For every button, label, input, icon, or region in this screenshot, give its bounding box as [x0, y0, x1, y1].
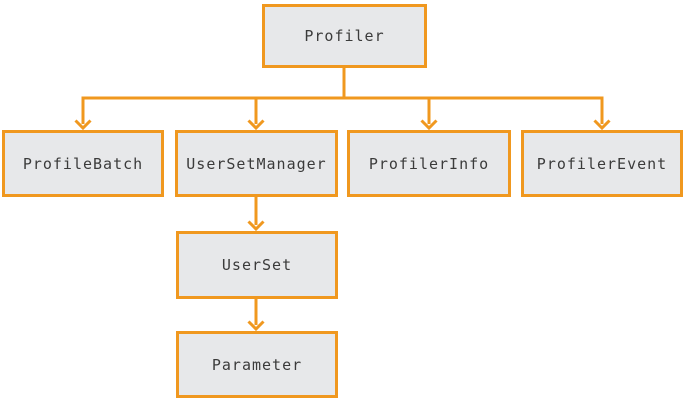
node-label: UserSetManager: [186, 154, 327, 173]
node-label: Profiler: [304, 27, 385, 45]
arrowhead-icon: [74, 119, 92, 131]
arrowhead-icon: [247, 119, 265, 131]
node-label: Parameter: [211, 355, 303, 374]
node-usersetmanager[interactable]: UserSetManager: [175, 130, 338, 197]
node-profilerinfo[interactable]: ProfilerInfo: [347, 130, 511, 197]
arrowhead-icon: [593, 119, 611, 131]
node-profiler[interactable]: Profiler: [262, 4, 427, 68]
arrowhead-icon: [420, 119, 438, 131]
node-userset[interactable]: UserSet: [176, 231, 338, 299]
arrowhead-icon: [247, 320, 265, 332]
arrowhead-icon: [247, 220, 265, 232]
node-profilerevent[interactable]: ProfilerEvent: [521, 130, 683, 197]
node-label: ProfilerEvent: [536, 154, 668, 173]
node-parameter[interactable]: Parameter: [176, 331, 338, 398]
node-profilebatch[interactable]: ProfileBatch: [2, 130, 164, 197]
node-label: ProfilerInfo: [368, 154, 490, 173]
node-label: UserSet: [221, 256, 293, 274]
node-label: ProfileBatch: [22, 154, 144, 173]
